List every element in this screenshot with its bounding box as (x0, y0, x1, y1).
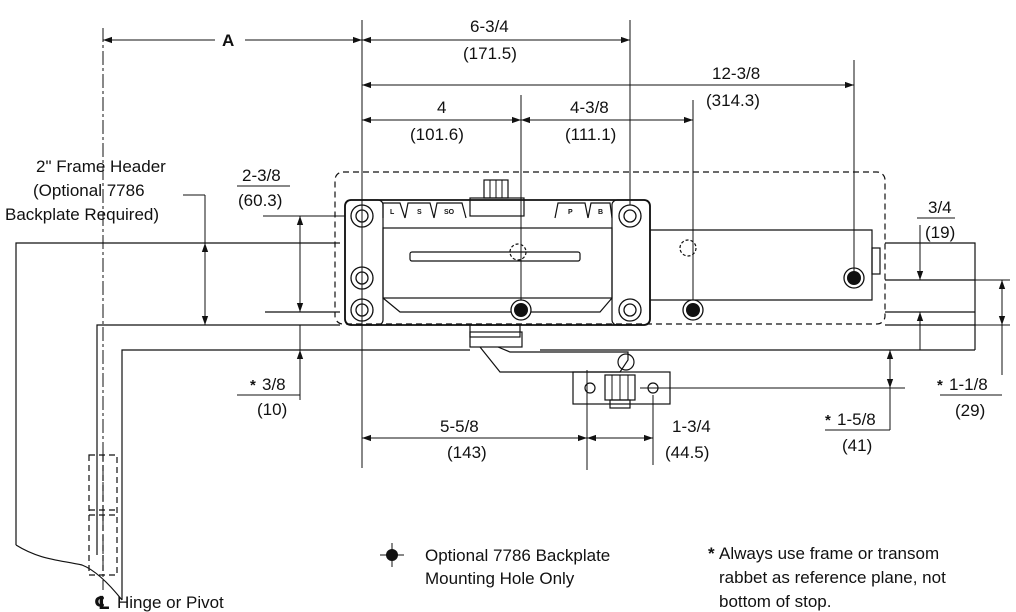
standard-mounting-holes (350, 204, 642, 322)
dim-41: (41) (842, 436, 872, 455)
door-closer-body (344, 179, 881, 338)
extension-lines (263, 20, 1010, 470)
mounting-hole-inner (623, 209, 637, 223)
dim-asterisk: * (825, 412, 831, 429)
legend-line2: Mounting Hole Only (425, 569, 575, 588)
note-line1: Always use frame or transom (719, 544, 939, 563)
reference-note: * Always use frame or transom rabbet as … (708, 544, 946, 611)
dim-10: (10) (257, 400, 287, 419)
dim-1-5-8: 1-5/8 (837, 410, 876, 429)
dim-asterisk: * (937, 377, 943, 394)
dim-a-label: A (222, 31, 234, 50)
dim-3-8: 3/8 (262, 375, 286, 394)
tab-label: SO (444, 209, 455, 216)
dim-44-5: (44.5) (665, 443, 709, 462)
dimension-labels: A 6-3/4 (171.5) 12-3/8 (314.3) 4 (101.6)… (222, 17, 988, 462)
optional-backplate-outline (334, 171, 886, 325)
dim-101-6: (101.6) (410, 125, 464, 144)
backplate-hole (514, 303, 528, 317)
dim-29: (29) (955, 401, 985, 420)
dim-4-3-8: 4-3/8 (570, 98, 609, 117)
dim-2-3-8: 2-3/8 (242, 166, 281, 185)
hinge-pivot-label: Hinge or Pivot (117, 593, 224, 612)
adjustment-tabs: L S SO P B (390, 209, 603, 216)
legend: Optional 7786 Backplate Mounting Hole On… (380, 543, 610, 588)
centerline-symbol: ℄ (94, 593, 110, 612)
note-line3: bottom of stop. (719, 592, 831, 611)
frame-header-label: 2" Frame Header (Optional 7786 Backplate… (5, 157, 166, 224)
frame-and-door-outline (15, 242, 976, 601)
tab-label: B (598, 209, 603, 216)
dim-143: (143) (447, 443, 487, 462)
dim-1-3-4: 1-3/4 (672, 417, 711, 436)
dim-1-1-8: 1-1/8 (949, 375, 988, 394)
dim-60-3: (60.3) (238, 191, 282, 210)
dim-5-5-8: 5-5/8 (440, 417, 479, 436)
dim-111-1: (111.1) (565, 125, 616, 144)
dim-171-5: (171.5) (463, 44, 517, 63)
closer-arm (469, 331, 671, 409)
dim-6-3-4: 6-3/4 (470, 17, 509, 36)
dim-4: 4 (437, 98, 446, 117)
backplate-hole (686, 303, 700, 317)
mounting-hole-inner (623, 303, 637, 317)
dimension-lines (103, 36, 1006, 442)
dim-314-3: (314.3) (706, 91, 760, 110)
backplate-mounting-holes (510, 267, 865, 321)
dim-3-4: 3/4 (928, 198, 952, 217)
dim-asterisk: * (250, 377, 256, 394)
frame-header-line3: Backplate Required) (5, 205, 159, 224)
note-line2: rabbet as reference plane, not (719, 568, 946, 587)
note-asterisk: * (708, 544, 715, 563)
dim-19: (19) (925, 223, 955, 242)
tab-label: S (417, 209, 422, 216)
dim-12-3-8: 12-3/8 (712, 64, 760, 83)
hinge-label: ℄ Hinge or Pivot (94, 593, 224, 612)
frame-header-line1: 2" Frame Header (36, 157, 166, 176)
legend-line1: Optional 7786 Backplate (425, 546, 610, 565)
tab-label: L (390, 209, 395, 216)
tab-label: P (568, 209, 573, 216)
frame-header-line2: (Optional 7786 (33, 181, 145, 200)
